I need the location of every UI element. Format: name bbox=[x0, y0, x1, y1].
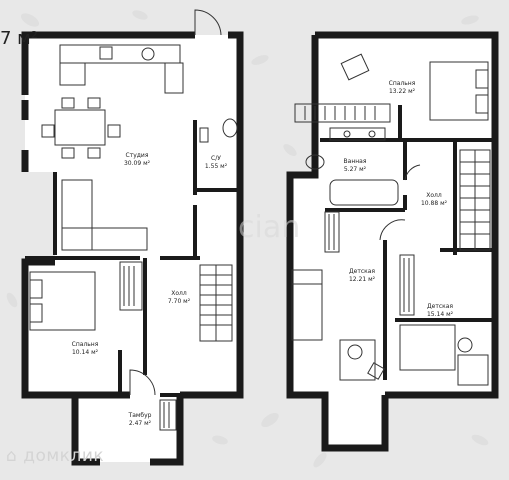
hall-2-area: 10.88 м² bbox=[420, 200, 448, 207]
bathroom-1-fixtures bbox=[199, 118, 238, 143]
background-leaves bbox=[6, 10, 489, 468]
hall-2-label: Холл 10.88 м² bbox=[421, 192, 447, 208]
bedroom-1-furniture bbox=[29, 261, 143, 331]
center-watermark: cian bbox=[238, 210, 301, 245]
kitchen-counter bbox=[59, 44, 184, 94]
kids-room-2-furniture bbox=[399, 254, 489, 386]
vestibule-door-arc bbox=[129, 369, 156, 396]
brand-logo-icon: ⌂ bbox=[6, 446, 18, 466]
bedroom-1-area: 10.14 м² bbox=[71, 349, 99, 356]
kids-room-1-label: Детская 12.21 м² bbox=[349, 268, 375, 284]
vestibule-name: Тамбур bbox=[128, 412, 152, 419]
kids-room-1-furniture bbox=[291, 211, 385, 381]
floor-2-fill bbox=[290, 35, 495, 448]
entry-door-arc bbox=[194, 9, 222, 36]
kids-room-2-area: 15.14 м² bbox=[426, 311, 453, 318]
bathroom-1-area: 1.55 м² bbox=[204, 163, 228, 170]
staircase-2 bbox=[459, 149, 491, 251]
brand-watermark: ⌂ домклик bbox=[6, 446, 104, 466]
bedroom-2-area: 13.22 м² bbox=[388, 88, 416, 95]
brand-name: домклик bbox=[23, 446, 105, 466]
hall-1-name: Холл bbox=[171, 290, 187, 297]
bedroom-2-furniture bbox=[294, 53, 489, 123]
vestibule-label: Тамбур 2.47 м² bbox=[129, 412, 152, 428]
bathroom-2-area: 5.27 м² bbox=[343, 166, 367, 173]
bedroom-1-name: Спальня bbox=[71, 341, 99, 348]
kids-room-2-name: Детская bbox=[426, 303, 454, 310]
studio-name: Студия bbox=[125, 152, 149, 159]
bedroom-2-label: Спальня 13.22 м² bbox=[389, 80, 416, 96]
hall-1-area: 7.70 м² bbox=[167, 298, 191, 305]
bathroom-1-name: С/У bbox=[211, 155, 221, 162]
bedroom-2-name: Спальня bbox=[388, 80, 416, 87]
hall-2-door-arc bbox=[404, 164, 421, 181]
bathroom-1-label: С/У 1.55 м² bbox=[205, 155, 227, 171]
hall-2-name: Холл bbox=[426, 192, 442, 199]
kids-room-1-name: Детская bbox=[348, 268, 376, 275]
kids-room-2-label: Детская 15.14 м² bbox=[427, 303, 453, 319]
staircase-1 bbox=[199, 264, 233, 342]
vestibule-closet bbox=[159, 399, 177, 431]
vestibule-area: 2.47 м² bbox=[128, 420, 152, 427]
studio-label: Студия 30.09 м² bbox=[124, 152, 150, 168]
bathroom-2-label: Ванная 5.27 м² bbox=[344, 158, 367, 174]
area-title: 7 м² bbox=[0, 28, 38, 49]
floor-1-inner-walls bbox=[25, 120, 240, 397]
floor-2-walls bbox=[286, 31, 499, 452]
floor-1-walls bbox=[21, 31, 244, 466]
kids-door-arc bbox=[379, 219, 406, 241]
dining-table bbox=[41, 97, 121, 159]
floor-1 bbox=[21, 9, 244, 466]
sofa bbox=[61, 179, 148, 251]
kids-room-1-area: 12.21 м² bbox=[348, 276, 375, 283]
bedroom-1-label: Спальня 10.14 м² bbox=[72, 341, 99, 357]
bathroom-2-fixtures bbox=[305, 127, 399, 206]
floor-2 bbox=[286, 31, 499, 452]
hall-1-label: Холл 7.70 м² bbox=[168, 290, 190, 306]
floor-1-fill bbox=[25, 35, 240, 462]
studio-area: 30.09 м² bbox=[123, 160, 151, 167]
bathroom-2-name: Ванная bbox=[343, 158, 367, 165]
